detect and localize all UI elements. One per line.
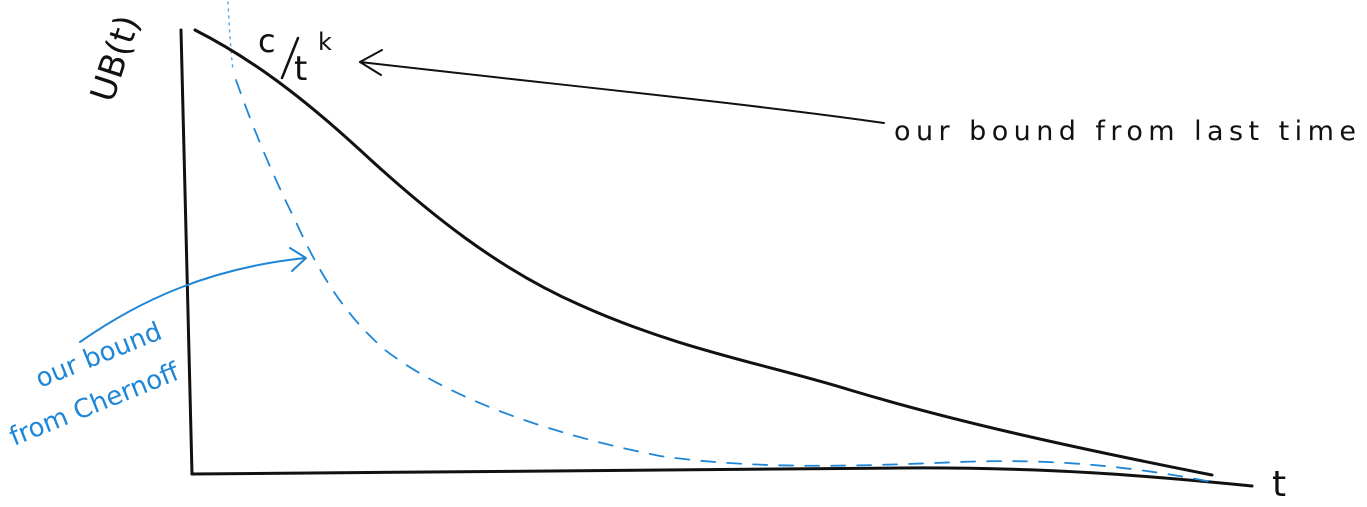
y-axis: [179, 28, 194, 476]
x-axis: [190, 466, 1254, 488]
curve-label-slash: [280, 36, 300, 80]
curve-label-k: k: [318, 28, 332, 56]
black-arrowhead-icon: [359, 49, 383, 76]
curve-label-t: t: [294, 49, 307, 89]
curve-label-c: c: [258, 22, 276, 60]
polynomial-bound-curve: [193, 28, 1214, 477]
chernoff-bound-curve: [235, 79, 1213, 483]
dotted-guide: [227, 1, 234, 71]
blue-arrowhead-icon: [289, 247, 307, 272]
x-axis-label: t: [1272, 464, 1286, 505]
black-annotation-arrow: [359, 61, 885, 124]
polynomial-bound-annotation: our bound from last time: [894, 116, 1356, 147]
y-axis-label: UB(t): [83, 11, 148, 107]
blue-annotation-arrow: [79, 257, 306, 343]
